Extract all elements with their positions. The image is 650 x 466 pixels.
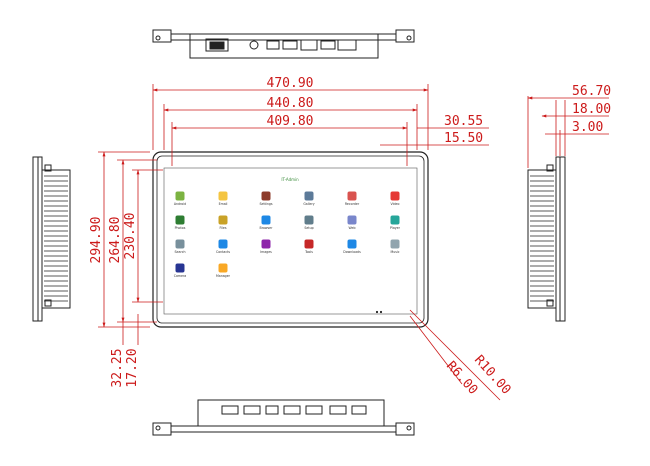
camera-icon[interactable]: Camera	[174, 263, 187, 279]
app-label: Images	[260, 250, 272, 254]
toolbox-icon[interactable]: Tools	[304, 239, 314, 255]
app-label: Android	[174, 202, 186, 206]
app-label: Video	[391, 202, 400, 206]
dim-outer-height: 294.90	[89, 217, 104, 264]
dim-bezel-width: 440.80	[267, 96, 314, 111]
app-label: Music	[390, 250, 399, 254]
dim-bottom-a: 32.25	[110, 348, 125, 387]
dim-offset-a: 30.55	[444, 114, 483, 129]
app-label: Tools	[304, 250, 313, 254]
dim-side-depth: 56.70	[572, 84, 611, 99]
app-label: Player	[390, 226, 401, 230]
app-label: Browser	[260, 226, 274, 230]
dim-bezel-height: 264.80	[108, 217, 123, 264]
dim-side-lip: 3.00	[572, 120, 603, 135]
screen-status-text: IT-Admin	[281, 177, 299, 182]
gear-icon[interactable]: Setup	[304, 215, 314, 231]
play-icon[interactable]: Player	[390, 215, 401, 231]
app-label: Contacts	[216, 250, 230, 254]
app-label: Photos	[175, 226, 186, 230]
app-label: Email	[219, 202, 228, 206]
app-label: Files	[220, 226, 227, 230]
dim-outer-width: 470.90	[267, 76, 314, 91]
dim-radius-outer: R10.00	[471, 353, 514, 398]
left-fins	[44, 175, 68, 302]
settings-gear-icon[interactable]: Settings	[259, 191, 273, 207]
app-label: Manager	[216, 274, 231, 278]
android-icon[interactable]: Android	[174, 191, 186, 207]
dim-side-mid: 18.00	[572, 102, 611, 117]
dim-screen-height: 230.40	[123, 213, 138, 260]
indicator-led-icon	[379, 310, 383, 314]
mic-icon[interactable]: Recorder	[345, 191, 360, 207]
app-label: Recorder	[345, 202, 360, 206]
app-label: Downloads	[343, 250, 361, 254]
file-manager-icon[interactable]: Manager	[216, 263, 231, 279]
mail-icon[interactable]: Email	[218, 191, 228, 207]
download-icon[interactable]: Downloads	[343, 239, 361, 255]
app-label: Search	[175, 250, 186, 254]
image-icon[interactable]: Images	[260, 239, 272, 255]
top-view	[152, 29, 415, 59]
app-label: Setup	[304, 226, 313, 230]
app-label: Settings	[259, 202, 272, 206]
dim-screen-width: 409.80	[267, 114, 314, 129]
photo-icon[interactable]: Photos	[175, 215, 186, 231]
right-fins	[530, 175, 554, 302]
search-icon[interactable]: Search	[175, 239, 186, 255]
globe-icon[interactable]: Web	[347, 215, 357, 231]
dim-bottom-b: 17.20	[125, 348, 140, 387]
bottom-view	[152, 399, 415, 436]
left-side-view	[32, 156, 71, 322]
app-grid: Android Email Settings Gallery Recorder Video…	[174, 191, 401, 279]
disc-icon[interactable]: Music	[390, 239, 400, 255]
front-view: IT-Admin Android Email Settings Gallery Reco…	[152, 151, 429, 328]
person-icon[interactable]: Contacts	[216, 239, 230, 255]
app-label: Camera	[174, 274, 187, 278]
app-label: Web	[349, 226, 356, 230]
bezel	[156, 155, 425, 324]
dim-offset-b: 15.50	[444, 131, 483, 146]
browser-icon[interactable]: Browser	[260, 215, 274, 231]
screen-area	[163, 167, 418, 315]
record-icon[interactable]: Video	[390, 191, 400, 207]
gallery-icon[interactable]: Gallery	[303, 191, 315, 207]
indicator-led-icon	[375, 310, 379, 314]
right-side-view	[527, 156, 566, 322]
app-label: Gallery	[303, 202, 314, 206]
folder-icon[interactable]: Files	[218, 215, 228, 231]
